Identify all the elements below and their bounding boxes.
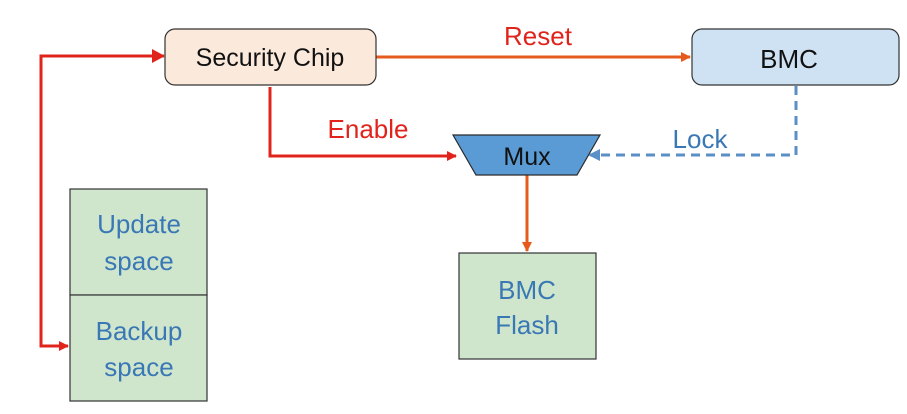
backup-space-label-line2: space: [104, 352, 173, 382]
bmc-flash-label-line2: Flash: [495, 310, 559, 340]
backup-space-label-line1: Backup: [96, 316, 183, 346]
chip-to-backup-arrow: [39, 54, 164, 351]
security-chip-node: Security Chip: [164, 28, 377, 86]
update-space-label-line2: space: [104, 246, 173, 276]
enable-arrow: [268, 87, 457, 161]
bmc-label: BMC: [760, 44, 818, 74]
lock-arrow: [588, 86, 798, 161]
update-space-label-line1: Update: [97, 209, 181, 239]
backup-space-node: Backup space: [69, 294, 208, 402]
bmc-flash-label-line1: BMC: [498, 275, 556, 305]
update-space-node: Update space: [69, 188, 208, 296]
enable-label: Enable: [328, 114, 409, 144]
bmc-flash-node: BMC Flash: [458, 252, 597, 360]
bmc-node: BMC: [691, 28, 900, 86]
lock-label: Lock: [673, 124, 729, 154]
security-chip-label: Security Chip: [196, 44, 345, 72]
mux-label: Mux: [503, 143, 551, 171]
mux-node: Mux: [451, 134, 602, 176]
loop-to-chip-arrowhead: [152, 49, 165, 63]
reset-label: Reset: [504, 21, 573, 51]
